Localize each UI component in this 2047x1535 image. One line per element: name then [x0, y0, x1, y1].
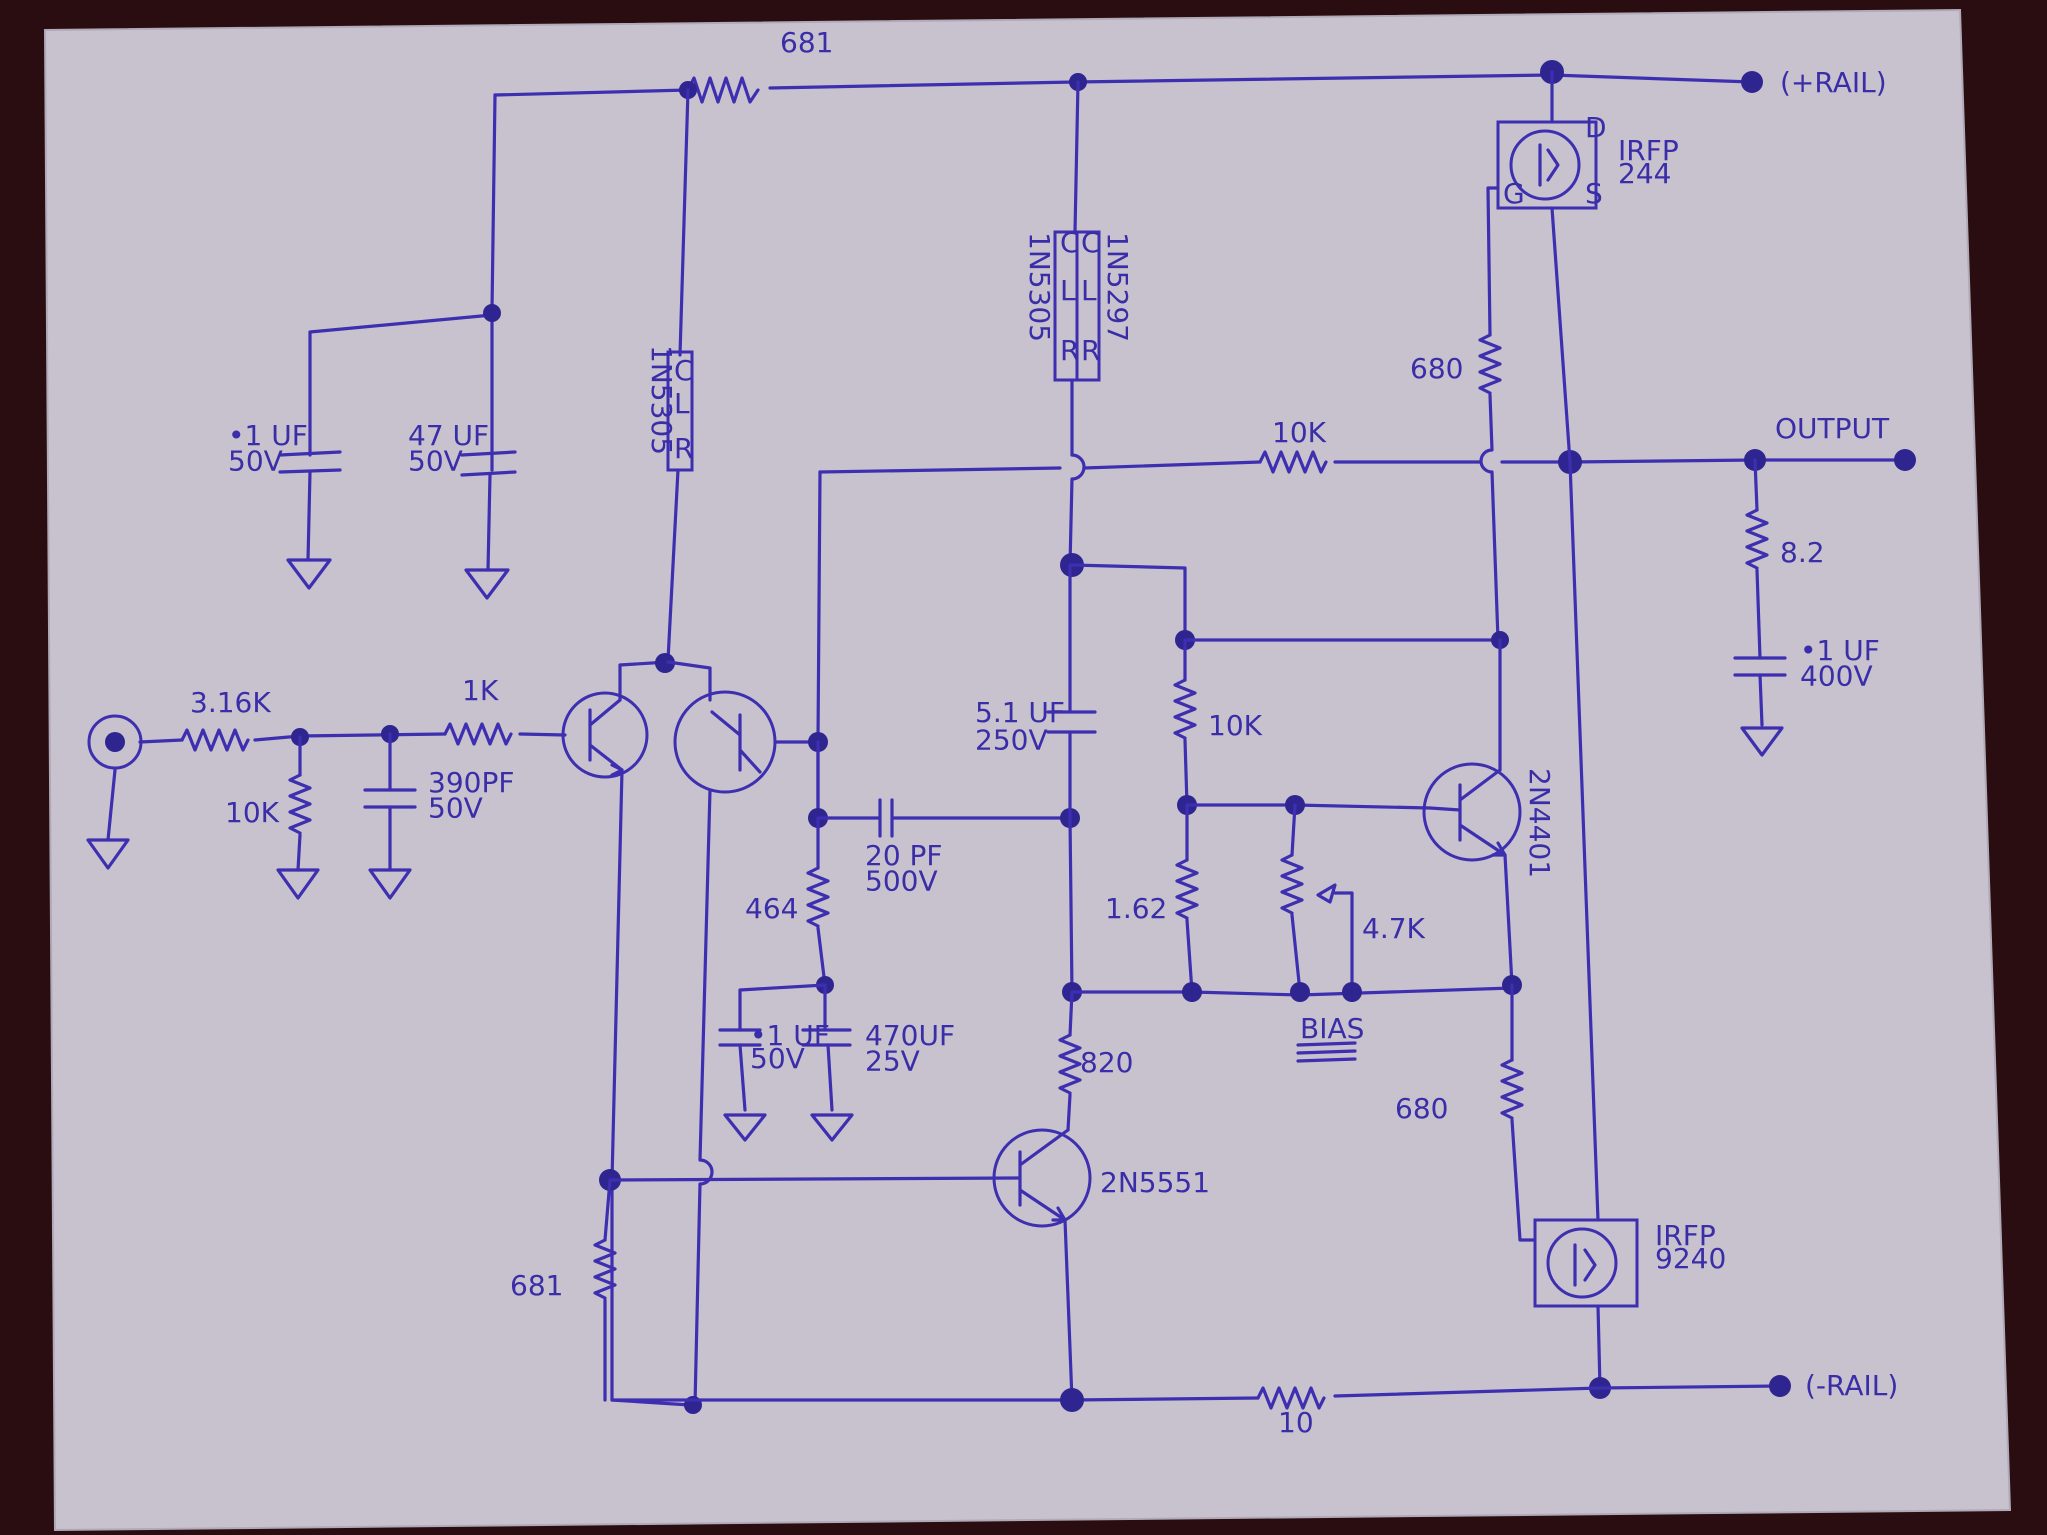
crd-left-1n5305: C L R: [666, 88, 694, 662]
bias-underline: [1296, 1041, 1357, 1063]
resistor-680-bottom: [1500, 1058, 1524, 1120]
svg-text:R: R: [1081, 334, 1100, 367]
output-terminal: [1894, 449, 1916, 471]
resistor-10-bottom: [1256, 1386, 1326, 1410]
resistor-1-62: [1175, 858, 1199, 920]
vas-compensation: [718, 740, 1080, 1142]
svg-text:L: L: [1081, 274, 1097, 307]
resistor-820: [1058, 1033, 1082, 1095]
resistor-464: [806, 866, 830, 928]
svg-text:S: S: [1585, 177, 1603, 210]
label-10k-input: 10K: [225, 796, 280, 829]
resistor-10k-input: [288, 773, 312, 835]
supply-filter: [278, 93, 517, 600]
label-2n5551: 2N5551: [1100, 1166, 1210, 1199]
input-section: [86, 714, 567, 900]
vas-stage: [608, 553, 1514, 1402]
plus-rail-terminal: [1741, 71, 1763, 93]
label-820: 820: [1080, 1046, 1133, 1079]
resistor-1k: [443, 722, 513, 746]
label-crd-left: 1N5305: [645, 345, 678, 455]
label-4-7k: 4.7K: [1362, 912, 1426, 945]
resistor-3-16k: [180, 728, 250, 752]
svg-text:R: R: [674, 432, 693, 465]
svg-text:C: C: [674, 354, 694, 387]
label-minus-rail: (-RAIL): [1805, 1369, 1898, 1402]
label-2n4401: 2N4401: [1523, 768, 1556, 878]
label-8-2: 8.2: [1780, 536, 1825, 569]
label-681-low: 681: [510, 1269, 563, 1302]
bias-transistor: [1422, 638, 1537, 1242]
label-1-62: 1.62: [1105, 892, 1167, 925]
label-output: OUTPUT: [1775, 412, 1890, 445]
potentiometer-4-7k: [1280, 853, 1304, 915]
svg-text:L: L: [1060, 274, 1076, 307]
resistor-10k-bias: [1173, 678, 1197, 740]
minus-rail-terminal: [1769, 1375, 1791, 1397]
label-680-bottom: 680: [1395, 1092, 1448, 1125]
paper-sheet: [45, 10, 2010, 1530]
label-1k: 1K: [462, 674, 499, 707]
label-crd-mid-a: 1N5305: [1023, 232, 1056, 342]
svg-text:R: R: [1060, 334, 1079, 367]
mosfet-irfp244: D G S: [1478, 70, 1607, 642]
mosfet-irfp9240: [1533, 460, 1791, 1399]
tail-resistor: [593, 1178, 617, 1402]
crd-mid-pair: C C L L R R: [1053, 80, 1101, 567]
minus-rail-bus: [610, 1386, 1602, 1412]
svg-text:L: L: [674, 387, 690, 420]
label-680-top: 680: [1410, 352, 1463, 385]
label-crd-mid-b: 1N5297: [1101, 232, 1134, 342]
resistor-8-2: [1745, 508, 1769, 570]
label-464: 464: [745, 892, 798, 925]
label-10k-feedback: 10K: [1272, 416, 1327, 449]
plus-rail-bus: [493, 60, 1763, 104]
resistor-681-top: [686, 76, 760, 104]
resistor-680-top: [1478, 333, 1502, 395]
svg-text:C: C: [1060, 226, 1080, 259]
label-plus-rail: (+RAIL): [1780, 66, 1887, 99]
svg-text:D: D: [1585, 111, 1607, 144]
output-rc: [1733, 458, 1787, 757]
label-681-top: 681: [780, 26, 833, 59]
svg-text:C: C: [1081, 226, 1101, 259]
resistor-681-low: [593, 1238, 617, 1300]
label-3-16k: 3.16K: [190, 686, 271, 719]
label-bias: BIAS: [1300, 1012, 1364, 1045]
resistor-10k-feedback: [1258, 450, 1328, 474]
svg-text:G: G: [1503, 177, 1525, 210]
label-10k-bias: 10K: [1208, 709, 1263, 742]
label-10-bottom: 10: [1278, 1406, 1314, 1439]
